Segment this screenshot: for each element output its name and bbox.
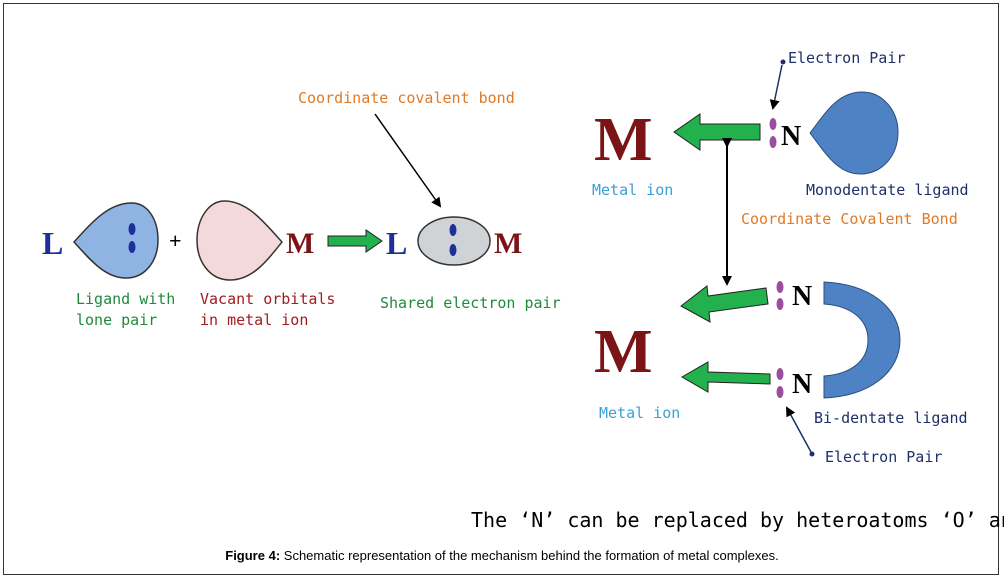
metal-letter-top: M <box>594 106 653 174</box>
electron-dot-top-1 <box>769 118 777 130</box>
metal-ion-label-top: Metal ion <box>592 181 673 199</box>
electron-dot-bi-3 <box>776 368 784 380</box>
monodentate-label: Monodentate ligand <box>806 181 969 199</box>
reaction-arrow <box>327 229 383 253</box>
bidentate-bond-arrow-bottom <box>680 361 771 393</box>
vacant-orbital-lobe <box>196 200 283 281</box>
electron-dot-bi-4 <box>776 386 784 398</box>
bidentate-ligand-arc <box>823 281 901 399</box>
ligand-lobe <box>72 202 159 279</box>
ligand-letter: L <box>42 225 63 261</box>
coordinate-bond-label-right: Coordinate Covalent Bond <box>741 210 958 228</box>
metal-ion-label-bottom: Metal ion <box>599 404 680 422</box>
electron-pair-pointer-bottom <box>786 406 812 453</box>
bidentate-bond-arrow-top <box>680 285 769 323</box>
n-atom-bidentate-bottom: N <box>792 369 812 400</box>
ligand-caption-line2: lone pair <box>76 311 157 329</box>
vacant-caption-line2: in metal ion <box>200 311 308 329</box>
product-ligand-letter: L <box>386 225 407 261</box>
figure-label: Figure 4: <box>225 548 281 563</box>
shared-orbital <box>417 216 491 266</box>
product-metal-letter: M <box>494 227 522 260</box>
lone-pair-dot-top <box>128 223 136 235</box>
n-atom-monodentate: N <box>781 121 801 152</box>
figure-caption-text: Schematic representation of the mechanis… <box>280 548 779 563</box>
bidentate-label: Bi-dentate ligand <box>814 409 968 427</box>
electron-pair-pointer-top <box>769 64 783 110</box>
electron-pair-label-bottom: Electron Pair <box>825 448 942 466</box>
vacant-caption-line1: Vacant orbitals <box>200 290 335 308</box>
electron-pair-label-top: Electron Pair <box>788 49 905 67</box>
shared-caption: Shared electron pair <box>380 294 561 312</box>
plus-sign: + <box>169 228 182 253</box>
shared-pair-dot-bottom <box>449 244 457 256</box>
electron-pair-pointer-dot-bottom <box>809 451 815 457</box>
heteroatom-note: The ‘N’ can be replaced by heteroatoms ‘… <box>471 508 1004 532</box>
n-atom-bidentate-top: N <box>792 281 812 312</box>
lone-pair-dot-bottom <box>128 241 136 253</box>
ligand-caption-line1: Ligand with <box>76 290 175 308</box>
electron-dot-bi-1 <box>776 281 784 293</box>
coordinate-bond-pointer <box>374 113 442 208</box>
shared-pair-dot-top <box>449 224 457 236</box>
figure-caption: Figure 4: Schematic representation of th… <box>0 548 1004 563</box>
coordinate-bond-label: Coordinate covalent bond <box>298 89 515 107</box>
electron-dot-top-2 <box>769 136 777 148</box>
monodentate-bond-arrow <box>673 113 761 151</box>
metal-letter-left: M <box>286 227 314 260</box>
electron-dot-bi-2 <box>776 298 784 310</box>
electron-pair-pointer-dot-top <box>780 59 786 65</box>
monodentate-lobe <box>809 91 899 175</box>
metal-letter-bottom: M <box>594 318 653 386</box>
